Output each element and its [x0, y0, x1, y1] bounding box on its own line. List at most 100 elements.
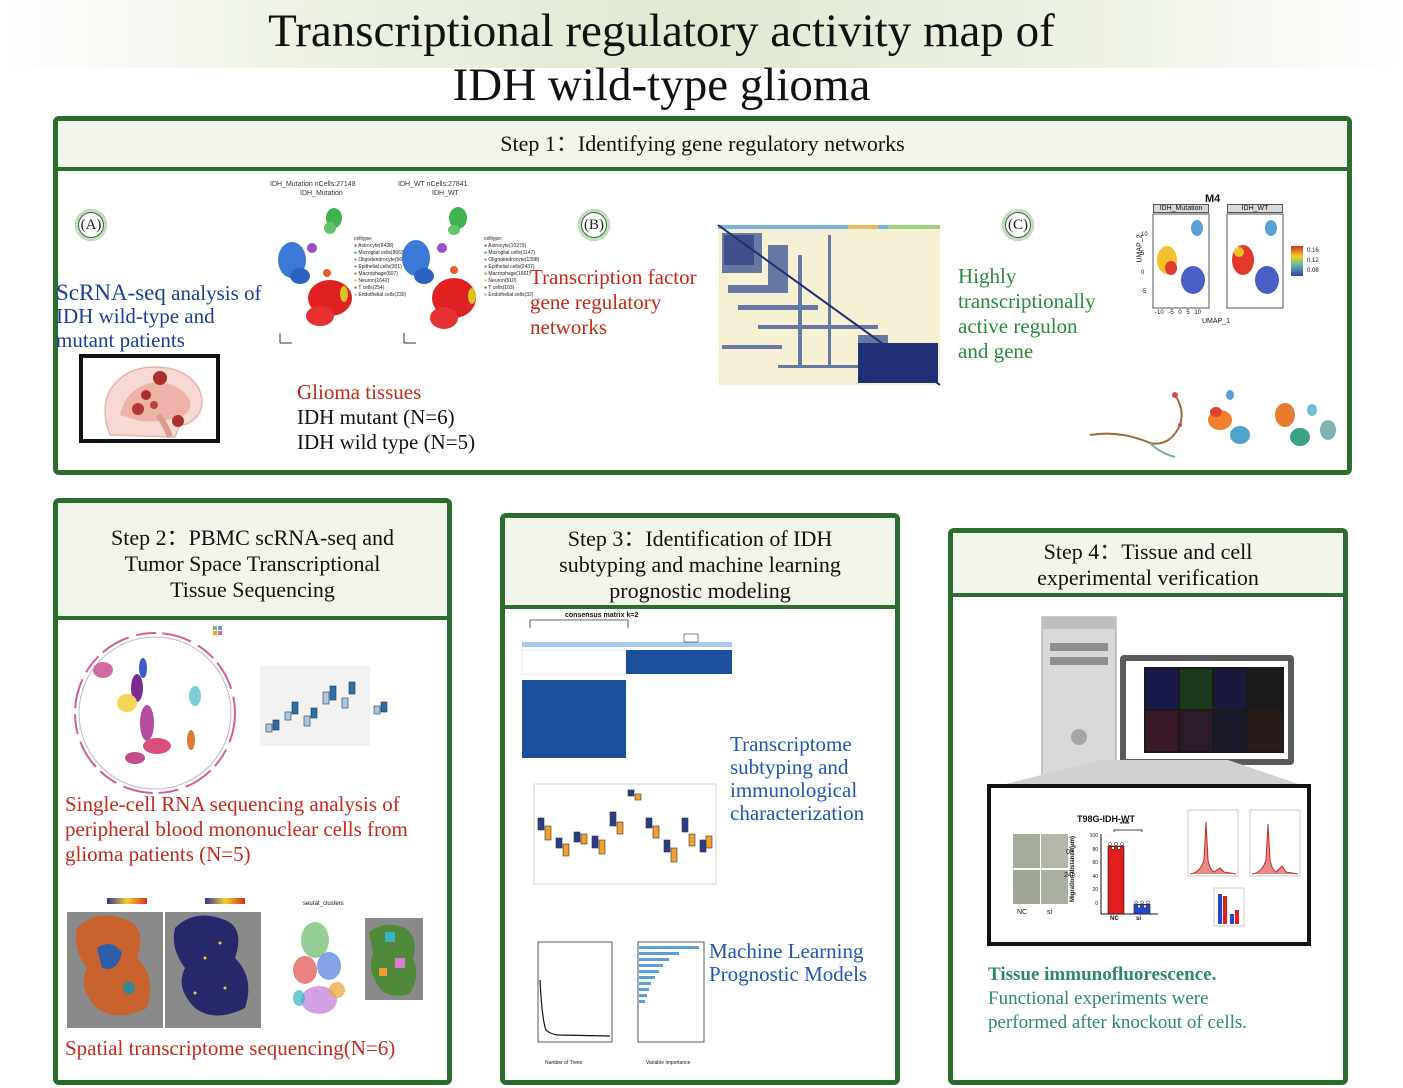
- bar-si: [1133, 904, 1151, 915]
- umap-right-legend-text: Neuron(510): [488, 278, 517, 284]
- step1-header: Step 1：Identifying gene regulatory netwo…: [58, 121, 1347, 171]
- badge-a-label: (A): [79, 213, 103, 237]
- tissues-line2: IDH wild type (N=5): [297, 430, 476, 454]
- step1-c-line2: transcriptionally: [958, 289, 1096, 313]
- m4-scale-tick: 0.12: [1307, 258, 1319, 264]
- umap-left-legend-item: ● Macrophage(607): [354, 271, 398, 277]
- umap-left-plot: [278, 208, 352, 344]
- importance-label: Variable Importance: [646, 1060, 691, 1066]
- badge-a: (A): [75, 209, 107, 241]
- replicate-point: [1120, 842, 1124, 846]
- col-si: si: [1047, 909, 1053, 916]
- step2-header-line3: Tissue Sequencing: [170, 577, 335, 602]
- step4-caption-bold: Tissue immunofluorescence.: [988, 964, 1217, 985]
- spatial-map-2: [165, 898, 261, 1028]
- step1-c-line3: active regulon: [958, 314, 1078, 338]
- umap-left-legend: celltype: ● Astrocyte(9438) ● Microglial…: [354, 236, 409, 299]
- trajectory-thumbnails: [1089, 390, 1336, 458]
- m4-ytick: 10: [1141, 232, 1148, 238]
- m4-ytick: 5: [1141, 251, 1145, 257]
- step3-caption1: Transcriptome subtyping and immunologica…: [730, 733, 864, 825]
- step1-a-line1: ScRNA-seq analysis of: [56, 280, 262, 306]
- step2-caption1-line1: Single-cell RNA sequencing analysis of: [65, 792, 400, 816]
- umap-right-legend-item: ● Neuron(510): [484, 278, 517, 284]
- bar-label-si: si: [1136, 916, 1142, 922]
- umap-right-legend-item: ● Astrocyte(10279): [484, 243, 527, 249]
- row-0h: 0h: [1066, 849, 1074, 856]
- variable-importance: [637, 941, 705, 1043]
- step4-caption-line3: performed after knockout of cells.: [988, 1012, 1248, 1033]
- replicate-point: [1146, 900, 1150, 905]
- m4-title: M4: [1205, 193, 1221, 205]
- umap-right-head: IDH_WT nCells:27841: [398, 181, 468, 188]
- step3-caption1-line4: characterization: [730, 801, 865, 825]
- step3-header-line1: Step 3：Identification of IDH: [567, 526, 833, 551]
- replicate-point: [1108, 842, 1112, 846]
- migration-yticks: 100 80 60 40 20 0: [1082, 830, 1098, 912]
- m4-ytick: -5: [1141, 289, 1147, 295]
- umap-right-legend-item: ● Endothelial cells(32): [484, 292, 534, 298]
- m4-scale-tick: 0.16: [1307, 248, 1319, 254]
- m4-yticks: 10 5 0 -5: [1141, 226, 1148, 302]
- umap-left-legend-item: ● Microglial cells(8663): [354, 250, 406, 256]
- step1-c-line4: and gene: [958, 339, 1034, 363]
- umap-left-legend-text: Neuron(1642): [358, 278, 390, 284]
- m4-facet-left: IDH_Mutation: [1153, 204, 1209, 213]
- col-nc: NC: [1017, 909, 1028, 916]
- step1-b-line2: gene regulatory: [530, 290, 662, 314]
- step1-a-rest: analysis of: [165, 281, 262, 305]
- step3-caption1-line2: subtyping and: [730, 755, 849, 779]
- bar-label-nc: NC: [1110, 916, 1119, 922]
- migration-ylabel: Migration distance(μm): [1070, 835, 1077, 903]
- pbmc-boxplot: [260, 666, 388, 746]
- screen-projection: [990, 760, 1310, 788]
- spatial-cluster-umap: [293, 922, 345, 1014]
- immune-boxplot: [533, 783, 717, 885]
- umap-left-legend-text: Microglial cells(8663): [358, 250, 406, 256]
- row-24h: 24h: [1064, 872, 1076, 879]
- m4-facet-right: IDH_WT: [1227, 204, 1283, 213]
- m4-umap: [1152, 213, 1284, 309]
- umap-left-legend-item: ● Neuron(1642): [354, 278, 390, 284]
- step2-caption1-line2: peripheral blood mononuclear cells from: [65, 817, 408, 841]
- m4-xtick: -5: [1168, 310, 1174, 316]
- step3-header-line3: prognostic modeling: [609, 578, 791, 603]
- step3-header: Step 3：Identification of IDH subtyping a…: [505, 518, 895, 609]
- m4-xticks: -10 -5 0 5 10: [1155, 310, 1201, 316]
- computer-illustration: [1041, 616, 1294, 779]
- umap-left-legend-item: ● Oligodendrocyte(5698): [354, 257, 410, 263]
- umap-right-legend-title: celltype:: [484, 236, 503, 242]
- step3-header-line2: subtyping and machine learning: [559, 552, 841, 577]
- replicate-point: [1143, 904, 1147, 909]
- badge-b-label: (B): [582, 213, 606, 237]
- step3-caption1-line1: Transcriptome: [730, 732, 852, 756]
- m4-xtick: 5: [1186, 310, 1190, 316]
- umap-right-legend-item: ● Microglial cells(1147): [484, 250, 536, 256]
- step2-header-line2: Tumor Space Transcriptional: [124, 551, 381, 576]
- umap-right-legend-item: ● Macrophage(1661): [484, 271, 531, 277]
- replicate-point: [1137, 904, 1141, 909]
- umap-left-legend-text: Macrophage(607): [358, 271, 398, 277]
- step2-header: Step 2：PBMC scRNA-seq and Tumor Space Tr…: [58, 503, 447, 620]
- step1-a-line3: mutant patients: [56, 328, 185, 352]
- migration-ytick: 80: [1092, 846, 1098, 853]
- migration-ytick: 60: [1092, 860, 1098, 867]
- wound-healing-images: [1013, 834, 1068, 904]
- spatial-map-3: [365, 918, 423, 1000]
- umap-right-legend: celltype: ● Astrocyte(10279) ● Microglia…: [484, 236, 539, 299]
- tissues-line1: IDH mutant (N=6): [297, 405, 455, 429]
- step3-caption1-line3: immunological: [730, 778, 858, 802]
- umap-left-legend-item: ● Endothelial cells(230): [354, 292, 407, 298]
- m4-xlabel: UMAP_1: [1202, 318, 1231, 325]
- m4-colorbar: [1291, 246, 1303, 276]
- umap-left-legend-item: ● Astrocyte(9438): [354, 243, 394, 249]
- umap-right-legend-item: ● Epithelial cells(2437): [484, 264, 535, 270]
- legend-thumb: [213, 626, 222, 635]
- step4-caption-line2: Functional experiments were: [988, 988, 1209, 1009]
- m4-xtick: 10: [1194, 310, 1202, 316]
- m4-xtick: 0: [1178, 310, 1182, 316]
- title-band: [0, 0, 1403, 68]
- tissues-title: Glioma tissues: [297, 380, 422, 404]
- umap-right-legend-text: Epithelial cells(2437): [488, 264, 535, 270]
- regulon-heatmap: [717, 224, 941, 386]
